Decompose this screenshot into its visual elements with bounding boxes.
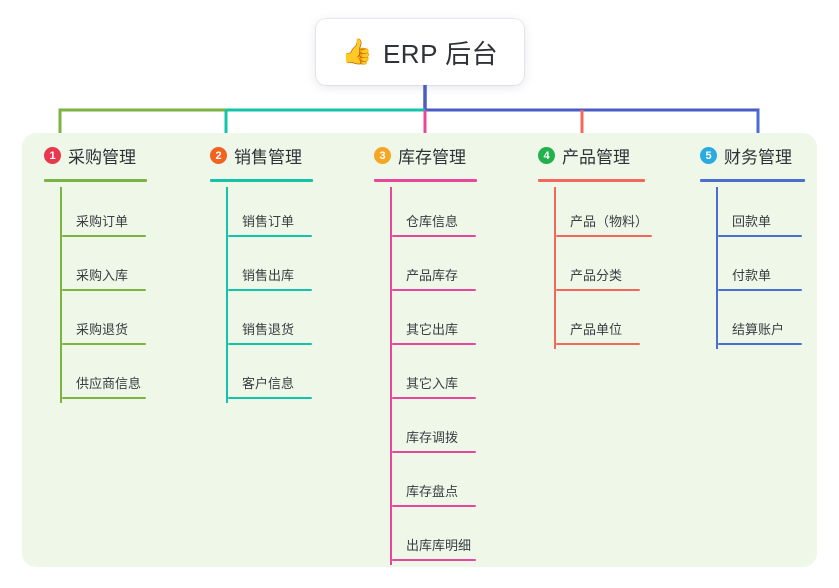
branch-badge-3: 3 [374, 147, 391, 164]
item-rule [718, 289, 802, 291]
item-label: 其它入库 [406, 376, 459, 391]
item-rule [62, 343, 146, 345]
item-rule [228, 397, 312, 399]
branch-underline-2 [210, 179, 313, 182]
branch-title-2: 销售管理 [234, 148, 302, 167]
item-stem [554, 187, 556, 241]
item-stem [390, 457, 392, 511]
item-rule [228, 235, 312, 237]
item-rule [556, 343, 640, 345]
item-stem [60, 241, 62, 295]
item-label: 产品（物料） [570, 214, 649, 229]
item-label: 出库库明细 [406, 538, 472, 553]
item-stem [60, 349, 62, 403]
item-rule [62, 397, 146, 399]
item-rule [392, 289, 476, 291]
item-label: 销售订单 [242, 214, 295, 229]
item-label: 仓库信息 [406, 214, 459, 229]
item-label: 付款单 [732, 268, 772, 283]
item-rule [228, 343, 312, 345]
item-label: 销售出库 [242, 268, 295, 283]
item-rule [62, 235, 146, 237]
branch-badge-4: 4 [538, 147, 555, 164]
item-stem [390, 349, 392, 403]
item-label: 采购入库 [76, 268, 129, 283]
root-node-title: ERP 后台 [382, 38, 499, 69]
branches-panel [22, 133, 817, 567]
item-label: 采购订单 [76, 214, 129, 229]
item-stem [226, 241, 228, 295]
item-rule [228, 289, 312, 291]
item-rule [392, 343, 476, 345]
item-label: 采购退货 [76, 322, 129, 337]
item-label: 库存调拨 [406, 430, 459, 445]
branch-underline-1 [44, 179, 147, 182]
item-label: 回款单 [732, 214, 772, 229]
item-rule [392, 505, 476, 507]
item-stem [716, 187, 718, 241]
item-stem [60, 187, 62, 241]
item-label: 销售退货 [242, 322, 295, 337]
item-stem [60, 295, 62, 349]
branch-title-4: 产品管理 [562, 148, 630, 167]
item-rule [62, 289, 146, 291]
branch-badge-2: 2 [210, 147, 227, 164]
root-node-card[interactable]: 👍 ERP 后台 [316, 19, 524, 85]
item-label: 产品单位 [570, 322, 623, 337]
item-rule [392, 559, 476, 561]
branch-title-5: 财务管理 [724, 148, 792, 167]
branch-badge-1: 1 [44, 147, 61, 164]
item-rule [718, 235, 802, 237]
branch-underline-5 [700, 179, 805, 182]
item-rule [556, 289, 640, 291]
branch-header-3[interactable]: 3 库存管理 [374, 143, 466, 168]
item-label: 库存盘点 [406, 484, 459, 499]
thumbs-up-icon: 👍 [341, 37, 373, 66]
branch-header-4[interactable]: 4 产品管理 [538, 143, 630, 168]
item-stem [390, 187, 392, 241]
branch-underline-4 [538, 179, 645, 182]
branch-title-1: 采购管理 [68, 148, 136, 167]
item-rule [392, 451, 476, 453]
item-label: 其它出库 [406, 322, 459, 337]
item-stem [716, 295, 718, 349]
item-label: 供应商信息 [76, 376, 142, 391]
item-stem [716, 241, 718, 295]
item-stem [390, 403, 392, 457]
branch-header-1[interactable]: 1 采购管理 [44, 143, 136, 168]
item-stem [390, 295, 392, 349]
branch-badge-5: 5 [700, 147, 717, 164]
item-stem [390, 241, 392, 295]
root-node-content: 👍 ERP 后台 [342, 34, 498, 71]
branch-underline-3 [374, 179, 477, 182]
item-label: 客户信息 [242, 376, 295, 391]
item-label: 产品分类 [570, 268, 623, 283]
item-stem [390, 511, 392, 565]
branch-title-3: 库存管理 [398, 148, 466, 167]
branch-header-2[interactable]: 2 销售管理 [210, 143, 302, 168]
item-stem [226, 187, 228, 241]
item-label: 结算账户 [732, 322, 785, 337]
branch-header-5[interactable]: 5 财务管理 [700, 143, 792, 168]
item-stem [226, 349, 228, 403]
item-rule [392, 397, 476, 399]
item-label: 产品库存 [406, 268, 459, 283]
item-stem [554, 241, 556, 295]
item-stem [226, 295, 228, 349]
item-rule [718, 343, 802, 345]
item-stem [554, 295, 556, 349]
item-rule [556, 235, 652, 237]
item-rule [392, 235, 476, 237]
